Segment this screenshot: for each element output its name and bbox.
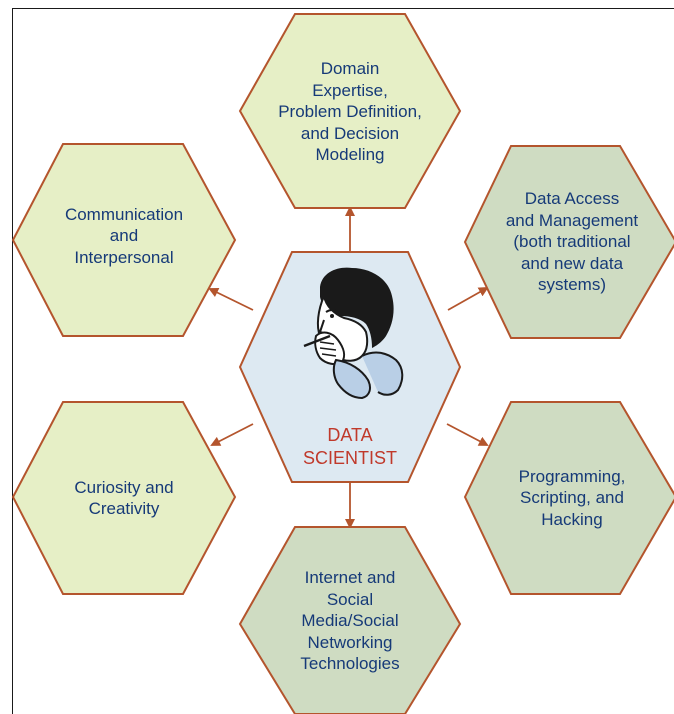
arrow-to-data-access [447,287,489,311]
hex-domain [238,13,462,209]
arrow-to-communication [208,288,254,311]
hex-programming [463,401,674,595]
hex-curiosity [11,401,237,595]
figure-frame [12,8,674,714]
thinking-man-icon [303,267,404,400]
hex-communication [11,143,237,337]
hex-data-access [463,145,674,339]
hex-internet [238,526,462,714]
skill-label-communication: Communication and Interpersonal [64,204,184,267]
skill-label-internet: Internet and Social Media/Social Network… [300,568,400,674]
center-label: DATA SCIENTIST [302,425,397,468]
arrow-to-curiosity [210,423,254,446]
skill-label-curiosity: Curiosity and Creativity [74,477,174,519]
skill-label-data-access: Data Access and Management (both traditi… [505,189,639,295]
arrow-to-programming [446,423,489,446]
skill-label-programming: Programming, Scripting, and Hacking [518,466,626,529]
skill-label-domain: Domain Expertise, Problem Definition, an… [278,59,422,165]
